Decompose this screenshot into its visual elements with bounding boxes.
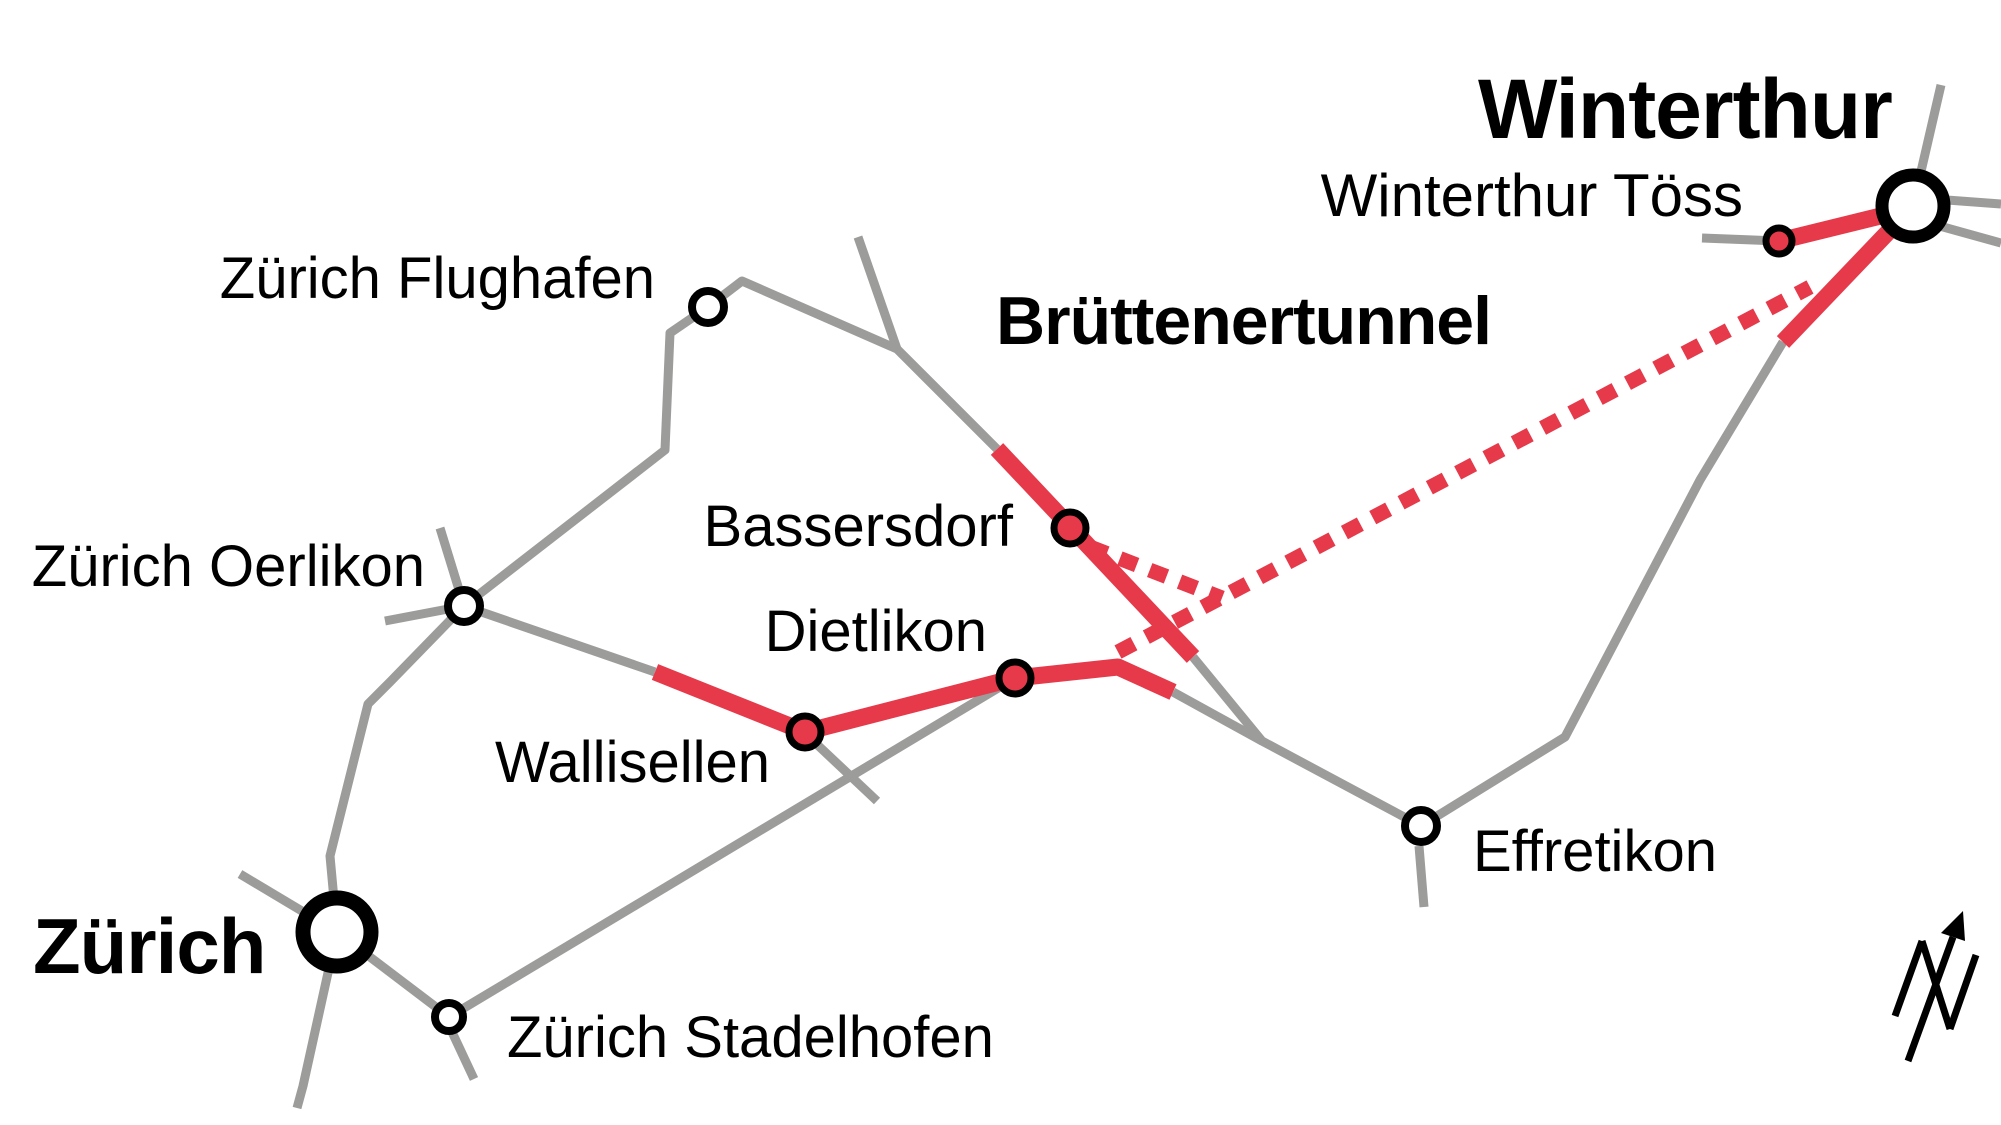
station-effretikon [1401,806,1441,846]
station-zurich-hb [295,890,379,974]
effretikon-winterthur-line [1418,339,1787,830]
zurich-oerlikon-label: Zürich Oerlikon [32,534,425,599]
north-arrow-head-icon [1941,911,1965,941]
zurich-flughafen-label: Zürich Flughafen [220,246,655,311]
north-arrow-n-stroke-1 [1891,939,1926,1018]
kloten-stub-line [853,235,902,351]
station-zurich-flughafen [688,287,728,327]
station-wallisellen [785,712,825,752]
north-arrow-n-stroke-3 [1946,953,1980,1031]
station-winterthur [1875,168,1951,244]
oerlikon-wallisellen-line [462,601,657,677]
stadelhofen-dietlikon-line [446,674,1018,1021]
winterthur-title: Winterthur [1478,62,1892,156]
station-winterthur-toess [1762,224,1796,258]
zurich-stadelhofen-label: Zürich Stadelhofen [507,1005,994,1070]
bruettenertunnel-main-dashed-line [1114,280,1814,659]
winterthur-toess-label: Winterthur Töss [1321,162,1743,229]
wallisellen-label: Wallisellen [495,730,770,795]
bassersdorf-label: Bassersdorf [704,494,1014,559]
station-bassersdorf [1050,508,1090,548]
bruettenertunnel-branch-dashed-line [1087,540,1225,605]
dietlikon-label: Dietlikon [765,599,987,664]
station-zurich-oerlikon [444,586,484,626]
oerlikon-zurich-hb-line [325,602,468,933]
effretikon-label: Effretikon [1473,819,1717,884]
dietlikon-portal-link-line [1170,688,1265,745]
bruettenertunnel-label: Brüttenertunnel [996,283,1491,359]
zurich-title: Zürich [33,902,265,990]
north-arrow-shaft [1904,935,1957,1063]
zurich-hb-sw-line-line [292,931,342,1110]
effretikon-south-stub-line [1414,845,1429,908]
station-zurich-stadelhofen [431,999,467,1035]
station-dietlikon [995,658,1035,698]
wallisellen-se-stub-line [804,732,881,805]
stadelhofen-south-stub-line [447,1030,479,1081]
